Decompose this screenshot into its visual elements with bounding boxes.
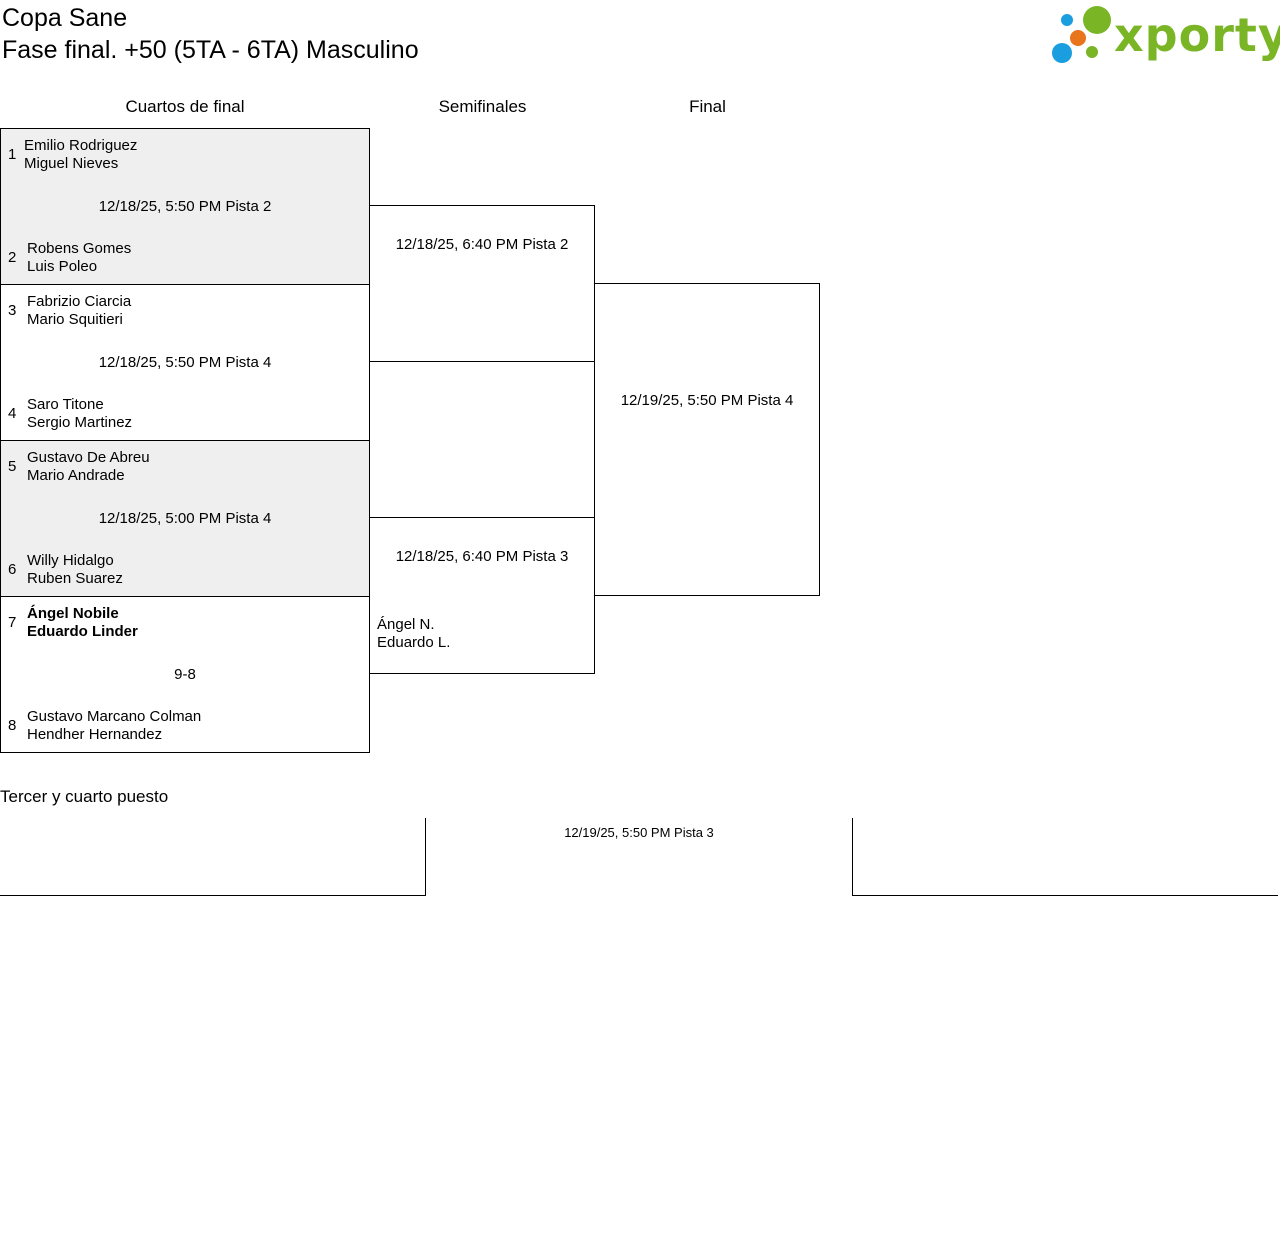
logo-text: xporty xyxy=(1114,8,1280,62)
team-player: Emilio Rodriguez xyxy=(24,137,138,154)
team-player-winner: Ángel Nobile xyxy=(27,605,119,622)
third-place-title: Tercer y cuarto puesto xyxy=(0,787,169,806)
team-player: Hendher Hernandez xyxy=(27,726,163,743)
seed-number: 1 xyxy=(8,146,17,163)
third-place-schedule: 12/19/25, 5:50 PM Pista 3 xyxy=(564,825,714,840)
team-player: Mario Andrade xyxy=(27,467,125,484)
quarterfinal-match-4[interactable]: 7 Ángel Nobile Eduardo Linder 9-8 8 Gust… xyxy=(0,596,370,753)
logo-dot-blue-large xyxy=(1052,43,1072,63)
seed-number: 5 xyxy=(8,458,17,475)
phase-title: Fase final. +50 (5TA - 6TA) Masculino xyxy=(2,36,419,64)
seed-number: 6 xyxy=(8,561,17,578)
team-player: Willy Hidalgo xyxy=(27,552,114,569)
team-player: Fabrizio Ciarcia xyxy=(27,293,132,310)
match-schedule: 12/18/25, 6:40 PM Pista 2 xyxy=(395,236,569,253)
team-player: Luis Poleo xyxy=(27,258,98,275)
team-player: Gustavo De Abreu xyxy=(27,449,150,466)
seed-number: 4 xyxy=(8,405,17,422)
team-player: Sergio Martinez xyxy=(27,414,133,431)
round-header-semifinals: Semifinales xyxy=(438,97,527,116)
seed-number: 2 xyxy=(8,249,17,266)
semifinal-match-2[interactable]: 12/18/25, 6:40 PM Pista 3 Ángel N. Eduar… xyxy=(369,517,595,674)
match-schedule: 12/18/25, 5:00 PM Pista 4 xyxy=(98,510,272,527)
round-header-final: Final xyxy=(689,97,726,116)
team-player: Mario Squitieri xyxy=(27,311,123,328)
round-header-quarterfinals: Cuartos de final xyxy=(125,97,245,116)
match-schedule: 12/19/25, 5:50 PM Pista 4 xyxy=(620,392,794,409)
match-schedule: 12/18/25, 5:50 PM Pista 4 xyxy=(98,354,272,371)
team-player: Ángel N. xyxy=(377,616,435,633)
final-match[interactable]: 12/19/25, 5:50 PM Pista 4 xyxy=(594,283,820,596)
third-place-line-left xyxy=(0,895,426,896)
third-place-divider-right xyxy=(852,818,853,896)
logo-dot-blue-small xyxy=(1061,14,1073,26)
quarterfinal-match-1[interactable]: 1 Emilio Rodriguez Miguel Nieves 12/18/2… xyxy=(0,128,370,285)
seed-number: 3 xyxy=(8,302,17,319)
match-schedule: 12/18/25, 5:50 PM Pista 2 xyxy=(98,198,272,215)
quarterfinal-match-2[interactable]: 3 Fabrizio Ciarcia Mario Squitieri 12/18… xyxy=(0,284,370,441)
third-place-divider-left xyxy=(425,818,426,896)
logo-dot-green-large xyxy=(1083,6,1111,34)
seed-number: 7 xyxy=(8,614,17,631)
team-player: Eduardo L. xyxy=(377,634,451,651)
tournament-title: Copa Sane xyxy=(2,4,128,32)
match-schedule: 12/18/25, 6:40 PM Pista 3 xyxy=(395,548,569,565)
quarterfinal-match-3[interactable]: 5 Gustavo De Abreu Mario Andrade 12/18/2… xyxy=(0,440,370,597)
third-place-line-right xyxy=(852,895,1278,896)
xporty-logo: xporty xyxy=(1050,4,1280,68)
team-player: Gustavo Marcano Colman xyxy=(27,708,202,725)
logo-dot-orange xyxy=(1070,30,1086,46)
team-player: Miguel Nieves xyxy=(24,155,119,172)
team-player-winner: Eduardo Linder xyxy=(27,623,138,640)
team-player: Robens Gomes xyxy=(27,240,132,257)
seed-number: 8 xyxy=(8,717,17,734)
logo-dot-green-small xyxy=(1086,46,1098,58)
team-player: Ruben Suarez xyxy=(27,570,123,587)
team-player: Saro Titone xyxy=(27,396,104,413)
semifinal-match-1[interactable]: 12/18/25, 6:40 PM Pista 2 xyxy=(369,205,595,362)
match-score: 9-8 xyxy=(174,666,196,683)
